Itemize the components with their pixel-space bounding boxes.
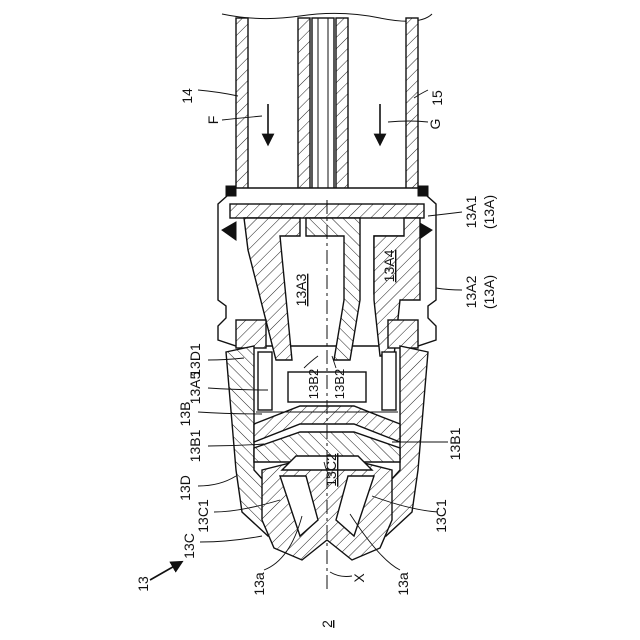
label-13B: 13B (177, 402, 193, 427)
label-13B2-left: 13B2 (306, 369, 321, 399)
label-14: 14 (179, 88, 195, 104)
label-13: 13 (135, 576, 151, 592)
label-F: F (205, 116, 221, 125)
label-15: 15 (429, 90, 445, 106)
seal-ring-top-right (418, 186, 428, 196)
label-13A3: 13A3 (293, 273, 309, 306)
label-13a-right: 13a (395, 572, 411, 596)
label-13A1-group: (13A) (481, 195, 497, 229)
label-13C2: 13C2 (323, 453, 339, 487)
label-X: X (351, 573, 367, 583)
tube-assembly (222, 13, 432, 204)
tube-15-outer-wall (406, 18, 418, 204)
label-13D: 13D (177, 475, 193, 501)
label-13A1: 13A1 (463, 195, 479, 228)
tube-divider (312, 18, 334, 204)
tube-14-outer-wall (236, 18, 248, 204)
label-13B2-right: 13B2 (332, 369, 347, 399)
label-13a-left: 13a (251, 572, 267, 596)
tube-15-inner-wall (336, 18, 348, 204)
tube-14-inner-wall (298, 18, 310, 204)
label-G: G (427, 119, 443, 130)
label-13A2-group: (13A) (481, 275, 497, 309)
label-13B1-left: 13B1 (187, 429, 203, 462)
label-13A2: 13A2 (463, 275, 479, 308)
assembly-arrow (150, 564, 178, 580)
label-13C: 13C (181, 533, 197, 559)
seal-ring-top-left (226, 186, 236, 196)
label-13C1-right: 13C1 (433, 499, 449, 533)
label-13A4: 13A4 (381, 249, 397, 282)
label-13B1-right: 13B1 (447, 427, 463, 460)
label-13C1-left: 13C1 (195, 499, 211, 533)
figure-number: 2 (319, 620, 335, 628)
label-13A5: 13A5 (187, 371, 203, 404)
